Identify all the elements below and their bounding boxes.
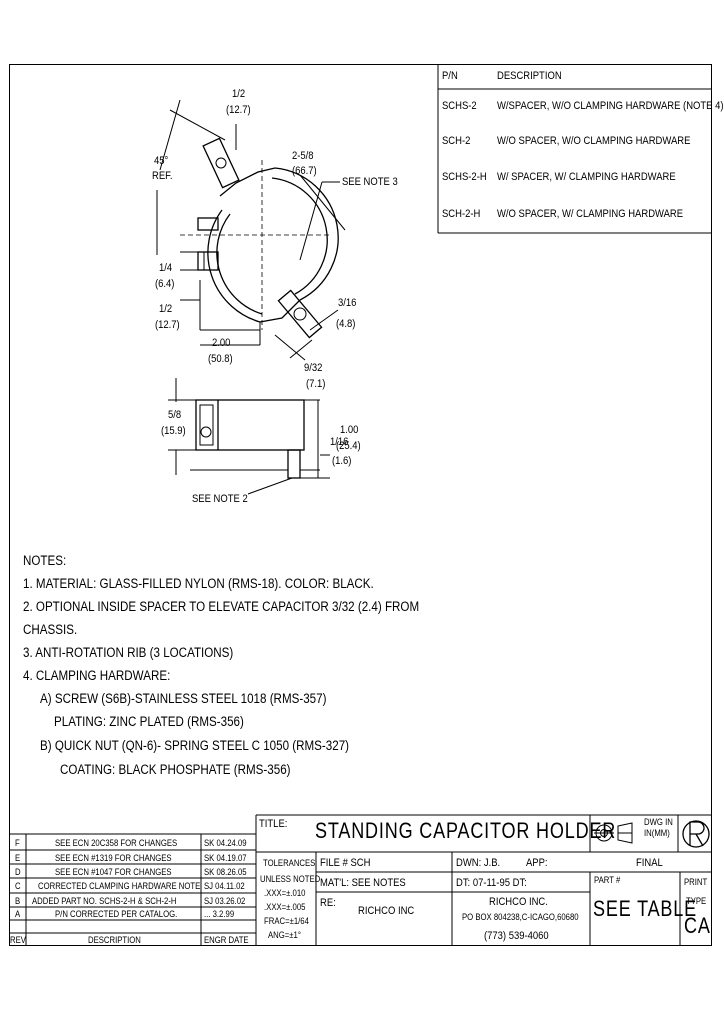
note-line-7: PLATING: ZINC PLATED (RMS-356)	[54, 714, 244, 729]
dim-half-left: 1/2	[159, 303, 173, 315]
company-phone: (773) 539-4060	[484, 930, 549, 942]
dwg-units: IN(MM)	[644, 828, 670, 838]
rev-e-by: SK 04.19.07	[204, 853, 247, 863]
drawn-by: DWN: J.B.	[456, 857, 501, 869]
tol-xxxx: .XXX=±.005	[264, 902, 306, 912]
dim-diameter-mm: (66.7)	[292, 165, 317, 177]
re-value: RICHCO INC	[358, 905, 415, 917]
note-line-9: COATING: BLACK PHOSPHATE (RMS-356)	[60, 762, 291, 777]
unless-noted: UNLESS NOTED	[260, 874, 321, 884]
dim-200: 2.00	[212, 337, 231, 349]
rev-a: A	[15, 909, 21, 919]
notes-heading: NOTES:	[23, 553, 67, 568]
desc-header: DESCRIPTION	[497, 70, 562, 82]
rev-f-by: SK 04.24.09	[204, 838, 247, 848]
dim-half-left-mm: (12.7)	[155, 319, 180, 331]
dim-half-top-mm: (12.7)	[226, 104, 251, 116]
note-line-3: CHASSIS.	[23, 622, 78, 637]
tol-ang: ANG=±1°	[268, 930, 301, 940]
rev-a-by: ... 3.2.99	[204, 909, 235, 919]
rev-d: D	[15, 867, 21, 877]
note-line-8: B) QUICK NUT (QN-6)- SPRING STEEL C 1050…	[40, 738, 350, 753]
dim-quarter: 1/4	[159, 262, 173, 274]
rev-c: C	[15, 881, 21, 891]
rev-c-by: SJ 04.11.02	[204, 881, 245, 891]
rev-b-desc: ADDED PART NO. SCHS-2-H & SCH-2-H	[32, 896, 177, 906]
part-label: PART #	[594, 875, 621, 885]
rev-desc-header: DESCRIPTION	[88, 935, 141, 945]
dim-3-16: 3/16	[338, 297, 357, 309]
dim-1-16: 1/16	[330, 436, 349, 448]
re-label: RE:	[320, 897, 336, 909]
rev-f: F	[15, 838, 20, 848]
see-note-2: SEE NOTE 2	[192, 493, 248, 505]
tol-frac: FRAC=±1/64	[264, 916, 309, 926]
type-label: TYPE	[686, 896, 707, 906]
tolerances-label: TOLERANCES	[263, 858, 316, 868]
drawing-sheet	[9, 64, 712, 946]
rev-e-desc: SEE ECN #1319 FOR CHANGES	[55, 853, 172, 863]
drawing-date: DT: 07-11-95 DT:	[456, 877, 527, 889]
company-name: RICHCO INC.	[489, 896, 548, 908]
pn-row-2: SCH-2	[442, 135, 471, 147]
dim-1-16-mm: (1.6)	[332, 455, 352, 467]
see-note-3: SEE NOTE 3	[342, 176, 398, 188]
dim-diameter: 2-5/8	[292, 150, 314, 162]
dim-quarter-mm: (6.4)	[155, 278, 175, 290]
dim-angle-ref: REF.	[152, 170, 173, 182]
rev-b: B	[15, 896, 21, 906]
dim-9-32: 9/32	[304, 362, 323, 374]
rev-a-desc: P/N CORRECTED PER CATALOG.	[55, 909, 178, 919]
desc-row-1: W/SPACER, W/O CLAMPING HARDWARE (NOTE 4)	[497, 100, 724, 112]
dim-3-16-mm: (4.8)	[336, 318, 356, 330]
note-line-5: 4. CLAMPING HARDWARE:	[23, 668, 171, 683]
rev-header: REV	[10, 935, 26, 945]
title-label: TITLE:	[259, 818, 288, 830]
note-line-6: A) SCREW (S6B)-STAINLESS STEEL 1018 (RMS…	[40, 691, 327, 706]
desc-row-2: W/O SPACER, W/O CLAMPING HARDWARE	[497, 135, 691, 147]
pn-row-1: SCHS-2	[442, 100, 477, 112]
pn-row-4: SCH-2-H	[442, 208, 481, 220]
rev-f-desc: SEE ECN 20C358 FOR CHANGES	[55, 838, 178, 848]
tol-xxx: .XXX=±.010	[264, 888, 306, 898]
note-line-4: 3. ANTI-ROTATION RIB (3 LOCATIONS)	[23, 645, 234, 660]
dim-5-8: 5/8	[168, 409, 182, 421]
rev-c-desc: CORRECTED CLAMPING HARDWARE NOTE	[38, 881, 201, 891]
approved-by: APP:	[526, 857, 548, 869]
dim-9-32-mm: (7.1)	[306, 378, 326, 390]
pn-row-3: SCHS-2-H	[442, 171, 487, 183]
note-line-1: 1. MATERIAL: GLASS-FILLED NYLON (RMS-18)…	[23, 576, 374, 591]
dim-half-top: 1/2	[232, 88, 246, 100]
dim-5-8-mm: (15.9)	[161, 425, 186, 437]
dim-angle: 45°	[154, 155, 169, 167]
desc-row-4: W/O SPACER, W/ CLAMPING HARDWARE	[497, 208, 684, 220]
type-value: CA	[684, 913, 711, 938]
rev-e: E	[15, 853, 21, 863]
file-number: FILE # SCH	[320, 857, 371, 869]
rev-d-desc: SEE ECN #1047 FOR CHANGES	[55, 867, 172, 877]
dim-200-mm: (50.8)	[208, 353, 233, 365]
final-status: FINAL	[636, 857, 663, 869]
drawing-title: STANDING CAPACITOR HOLDER	[315, 818, 617, 843]
rev-d-by: SK 08.26.05	[204, 867, 247, 877]
part-value: SEE TABLE	[593, 896, 697, 921]
dim-100-mm: (25.4)	[336, 440, 361, 452]
dim-100: 1.00	[340, 424, 359, 436]
note-line-2: 2. OPTIONAL INSIDE SPACER TO ELEVATE CAP…	[23, 599, 420, 614]
dwg-in: DWG IN	[644, 817, 673, 827]
rev-b-by: SJ 03.26.02	[204, 896, 246, 906]
rev-by-header: ENGR DATE	[204, 935, 249, 945]
print-label: PRINT	[684, 877, 708, 887]
pn-header: P/N	[442, 70, 458, 82]
desc-row-3: W/ SPACER, W/ CLAMPING HARDWARE	[497, 171, 676, 183]
company-address: PO BOX 804238,C-ICAGO,60680	[462, 912, 579, 922]
material: MAT'L: SEE NOTES	[320, 877, 406, 889]
